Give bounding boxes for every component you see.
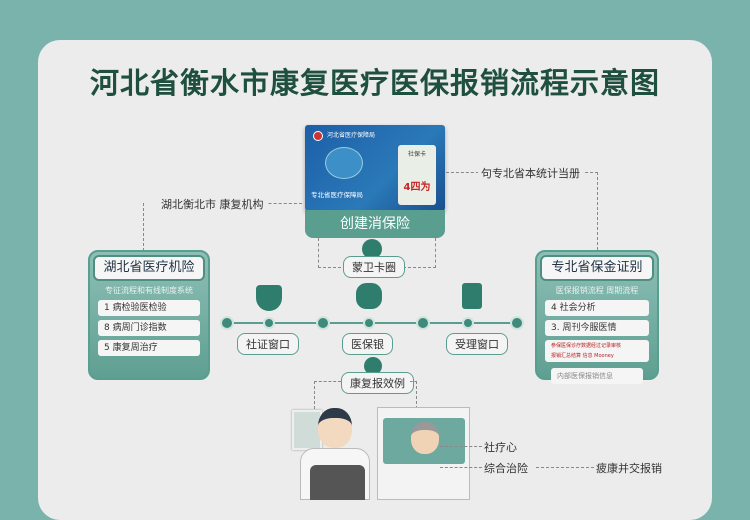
left-box-item: 8 病周门诊指数 [98,320,200,336]
right-box-item: 3. 周刊今服医情 [545,320,649,336]
note-line: 报销汇总结算 信息 Mooney [551,353,614,359]
left-box-item: 1 病检验医检验 [98,300,200,316]
note-line: 参保医保诊疗数据经过记录审核 [551,343,622,349]
left-link-label: 湖北衡北市 康复机构 [158,196,267,212]
connector [597,172,598,250]
shield-icon [325,147,363,179]
bottom-label: 综合治险 [484,462,528,475]
left-box-header: 湖北省医疗机险 [93,255,205,281]
card-stamp: 4四为 [403,182,431,193]
document-icon [462,283,482,309]
right-box-sub: 医保报销流程 周期流程 [555,286,639,295]
card-panel: 社保卡 4四为 [398,145,436,205]
connector [143,203,144,251]
center-top-pill: 蒙卫卡圈 [343,256,405,278]
chevron-left-icon[interactable] [220,316,234,330]
chevron-right-icon[interactable] [316,316,330,330]
emblem-icon [313,131,323,141]
printer-icon [362,239,382,259]
card-issuer: 河北省医疗保障局 [327,132,376,139]
right-box-footer: 内部医保报销信息 [551,368,643,384]
patient-avatar [411,422,439,454]
bottom-pill: 康复报效例 [341,372,414,394]
connector [410,381,417,409]
bottom-right-label: 疲康并交报销 [596,462,662,475]
right-box-header: 专北省保金证别 [540,255,654,281]
flow-node [263,317,275,329]
flow-label: 受理窗口 [446,333,508,355]
card-name: 专北省医疗保障局 [311,191,363,199]
connector [440,467,482,468]
flow-node [363,317,375,329]
card-badge: 社保卡 [407,151,426,158]
left-box-item: 5 康复周治疗 [98,340,200,356]
insurance-card: 河北省医疗保障局 专北省医疗保障局 社保卡 4四为 [305,125,445,211]
flow-node [462,317,474,329]
doctor-head [318,408,352,448]
chevron-left-icon[interactable] [416,316,430,330]
connector [440,446,482,447]
shield-icon [256,285,282,311]
page-title: 河北省衡水市康复医疗医保报销流程示意图 [89,66,660,100]
flow-label: 医保银 [342,333,393,355]
card-label: 创建消保险 [305,210,445,238]
connector [536,467,594,468]
connector [314,381,341,409]
care-icon [356,283,382,309]
chevron-right-icon[interactable] [510,316,524,330]
chair [310,465,365,500]
right-link-label: 句专北省本统计当册 [478,165,583,181]
flow-label: 社证窗口 [237,333,299,355]
right-box: 专北省保金证别 医保报销流程 周期流程 4 社会分析 3. 周刊今服医情 参保医… [535,250,659,384]
bottom-label: 社疗心 [484,441,517,454]
right-box-item: 4 社会分析 [545,300,649,316]
right-box-note: 参保医保诊疗数据经过记录审核报销汇总结算 信息 Mooney [545,340,649,362]
scale-icon [364,357,382,375]
left-box-sub: 专征流程和有线制度系统 [105,286,193,295]
left-box: 湖北省医疗机险 专征流程和有线制度系统 1 病检验医检验 8 病周门诊指数 5 … [88,250,210,380]
